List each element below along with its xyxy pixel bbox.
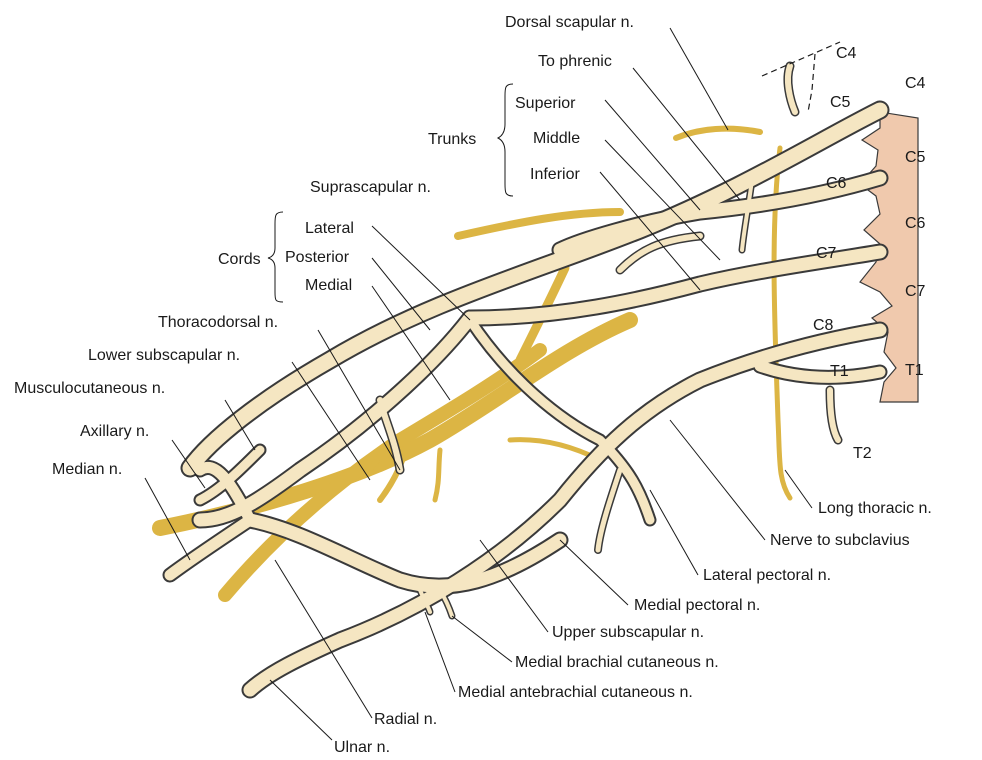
label-median: Median n. <box>52 461 122 478</box>
label-trunks: Trunks <box>428 131 476 148</box>
vertebra-label-c6: C6 <box>905 215 926 232</box>
root-label-c5: C5 <box>830 94 851 111</box>
label-medial-pectoral: Medial pectoral n. <box>634 597 760 614</box>
label-upper-subscapular: Upper subscapular n. <box>552 624 704 641</box>
label-musculocutaneous: Musculocutaneous n. <box>14 380 165 397</box>
root-label-t2: T2 <box>853 445 872 462</box>
label-lateral: Lateral <box>305 220 354 237</box>
vertebra-label-c5: C5 <box>905 149 926 166</box>
label-lower-subscapular: Lower subscapular n. <box>88 347 240 364</box>
label-superior: Superior <box>515 95 576 112</box>
vertebra-label-c4: C4 <box>905 75 926 92</box>
root-label-c6: C6 <box>826 175 847 192</box>
label-axillary: Axillary n. <box>80 423 149 440</box>
label-radial: Radial n. <box>374 711 437 728</box>
label-long-thoracic: Long thoracic n. <box>818 500 932 517</box>
label-thoracodorsal: Thoracodorsal n. <box>158 314 278 331</box>
label-cords: Cords <box>218 251 261 268</box>
label-to-phrenic: To phrenic <box>538 53 612 70</box>
label-lateral-pectoral: Lateral pectoral n. <box>703 567 831 584</box>
trunks-brace <box>498 84 513 196</box>
label-middle: Middle <box>533 130 580 147</box>
root-label-c7: C7 <box>816 245 837 262</box>
label-medial-antebrachial-cutaneous: Medial antebrachial cutaneous n. <box>458 684 693 701</box>
root-label-c4-top: C4 <box>836 45 857 62</box>
label-medial-brachial-cutaneous: Medial brachial cutaneous n. <box>515 654 719 671</box>
label-posterior: Posterior <box>285 249 350 266</box>
root-label-t1: T1 <box>830 363 849 380</box>
label-suprascapular: Suprascapular n. <box>310 179 431 196</box>
root-label-c8: C8 <box>813 317 834 334</box>
label-ulnar: Ulnar n. <box>334 739 390 756</box>
label-medial: Medial <box>305 277 352 294</box>
c4-dashed-connection <box>762 42 840 112</box>
label-nerve-to-subclavius: Nerve to subclavius <box>770 532 910 549</box>
vertebra-label-t1: T1 <box>905 362 924 379</box>
cords-brace <box>268 212 283 302</box>
vertebra-label-c7: C7 <box>905 283 926 300</box>
label-inferior: Inferior <box>530 166 580 183</box>
label-dorsal-scapular: Dorsal scapular n. <box>505 14 634 31</box>
